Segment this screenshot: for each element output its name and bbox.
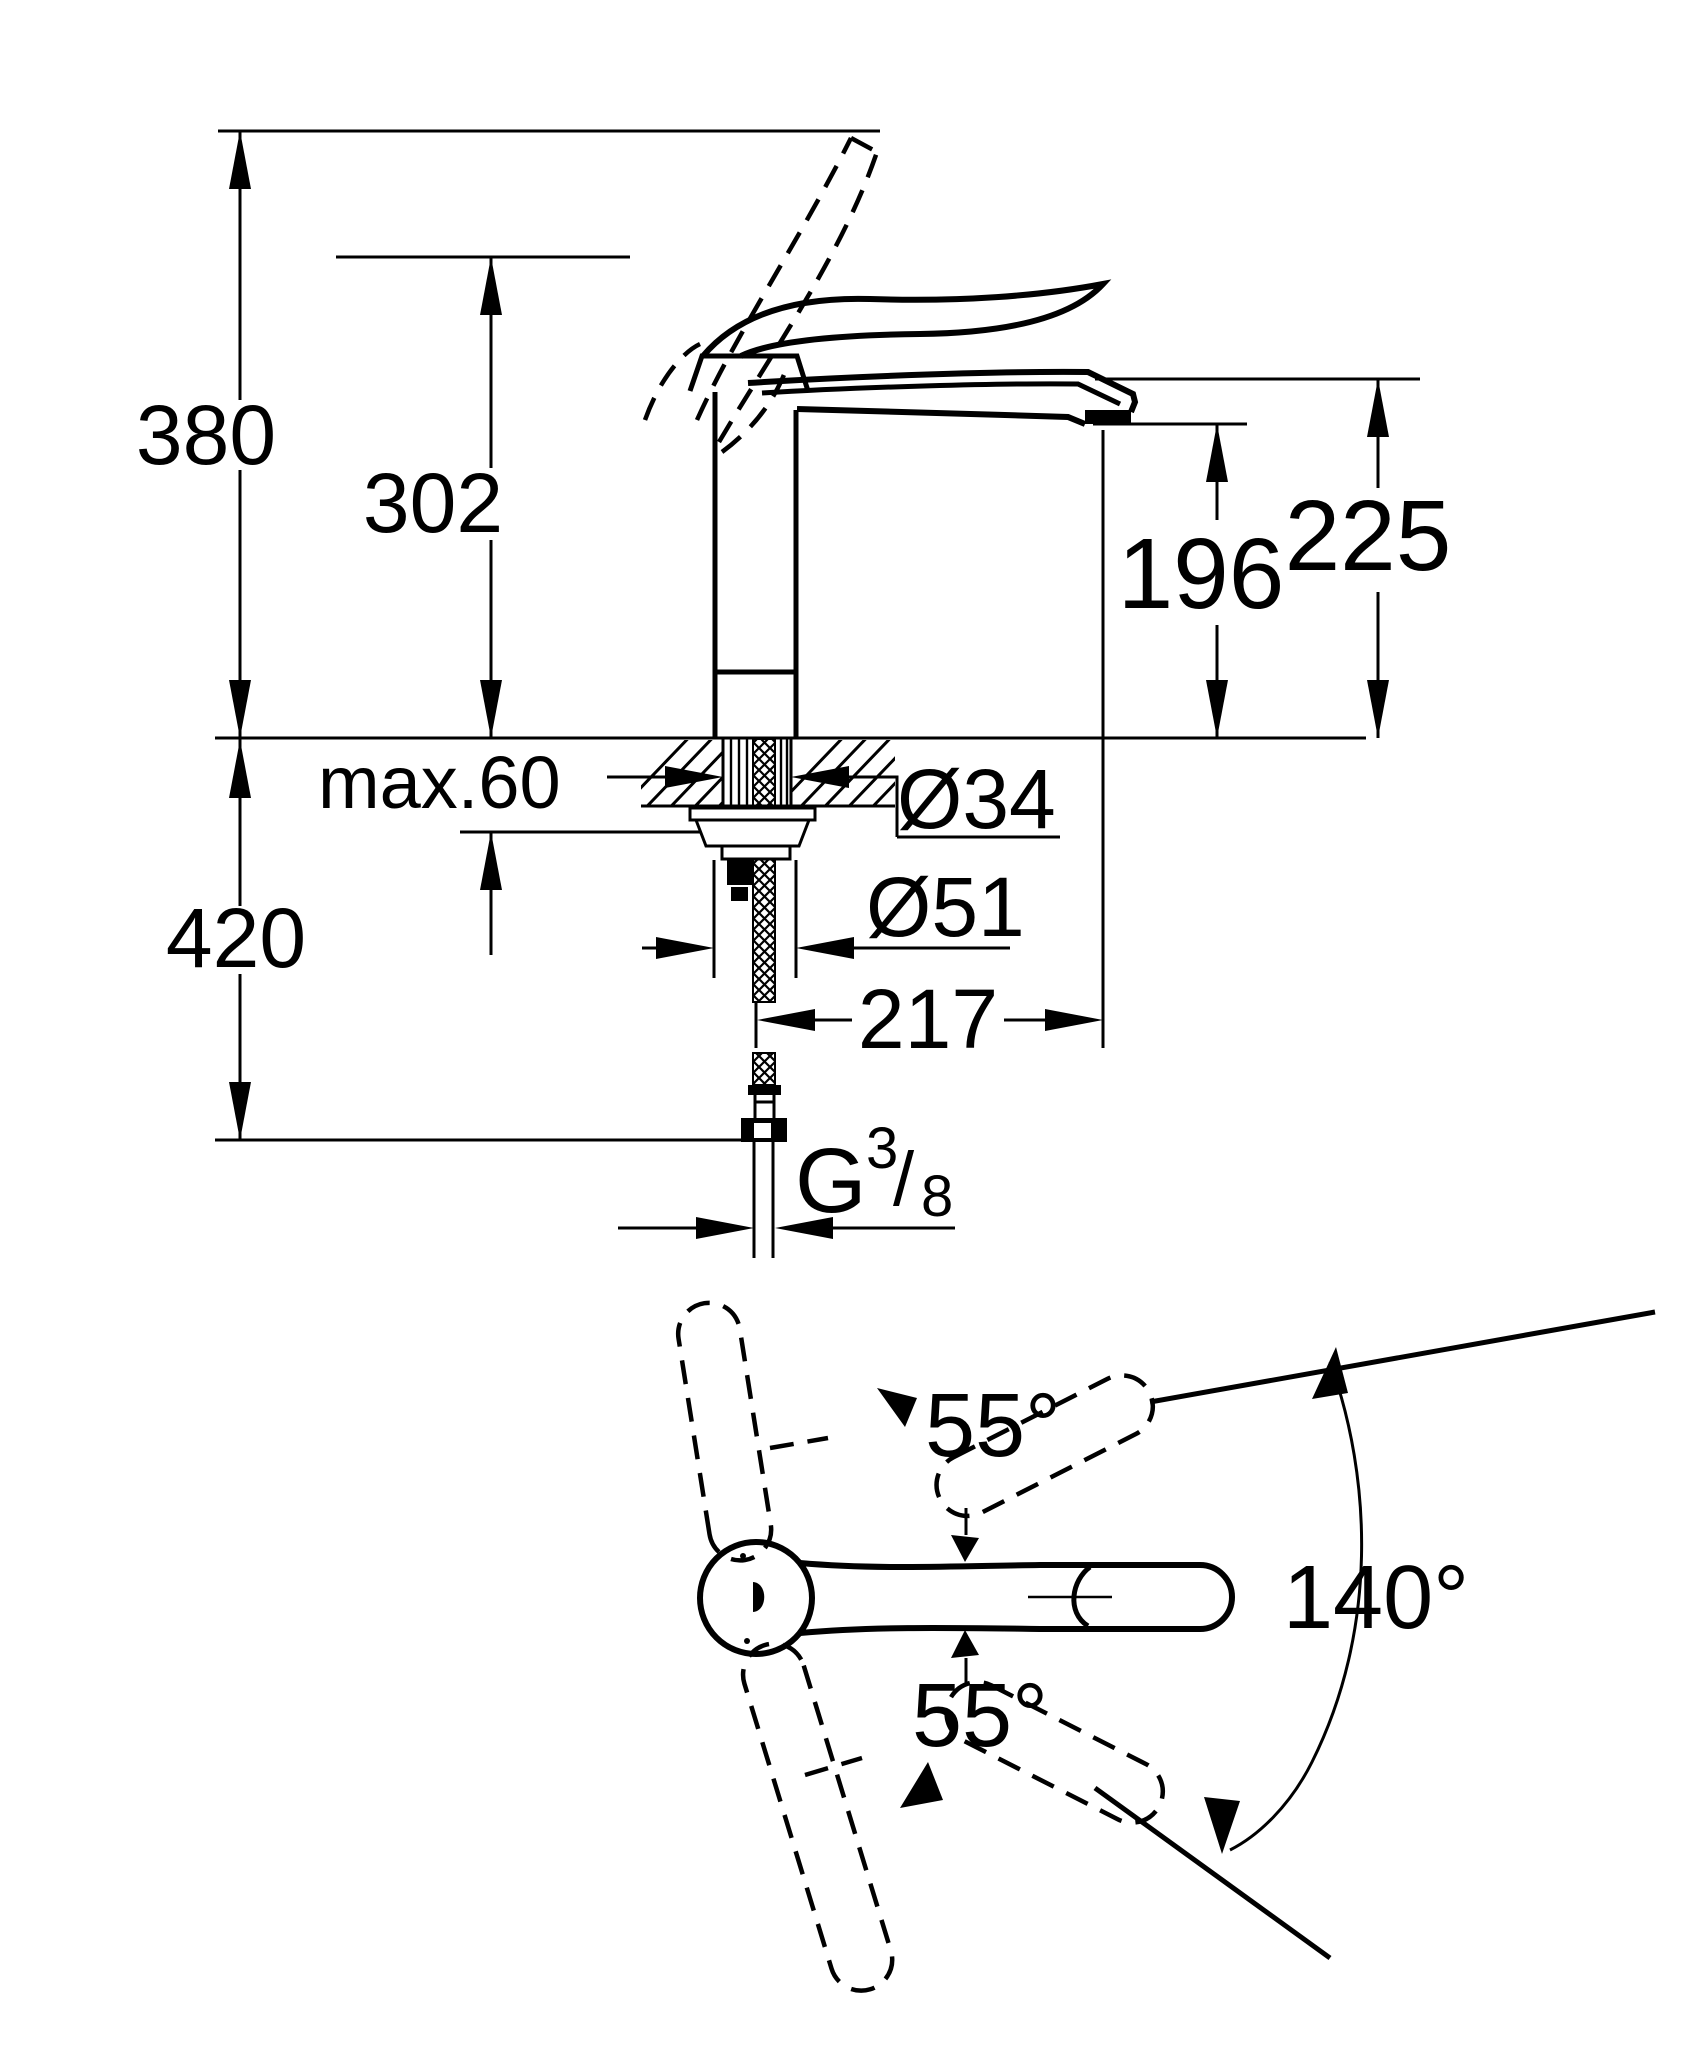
angle-total-label: 140°: [1283, 1548, 1469, 1648]
hose-tail-tube: [752, 1142, 775, 1258]
dim-spout-top-height-label: 225: [1285, 480, 1452, 592]
dim-outlet-height-label: 196: [1118, 518, 1285, 630]
dim-overall-height-label: 380: [136, 388, 276, 482]
flex-hose-braid-upper: [752, 858, 776, 1003]
ghost-lever-lower-right: [944, 1679, 1166, 1825]
handle-top-outline: [697, 1539, 1235, 1657]
swivel-range-140: [1093, 1309, 1656, 1961]
swivel-arc: [1229, 1361, 1364, 1852]
ghost-lever-down-steep: [740, 1641, 895, 1993]
dim-thread: G 3 / 8: [618, 1116, 955, 1239]
side-view: 380 420 302 max.60 196 225: [136, 129, 1452, 1258]
dim-380-420: 380 420: [136, 131, 306, 1140]
dim-spout-reach: 217: [757, 972, 1103, 1066]
aerator: [1085, 410, 1131, 424]
dim-body-dia: Ø51: [642, 860, 1025, 959]
faucet-body: [642, 136, 1139, 738]
ext-lines-body-dia: [712, 860, 798, 978]
handle-base-cap: [687, 353, 811, 392]
shank-and-hose: [688, 738, 817, 1258]
dim-spout-reach-label: 217: [858, 972, 998, 1066]
hose-fitting-block: [727, 859, 752, 885]
thread-slash: /: [893, 1137, 915, 1222]
dim-shank-dia-label: Ø34: [897, 752, 1056, 846]
dim-225: 225: [1285, 379, 1452, 738]
hose-braid-in-shank: [752, 738, 776, 807]
top-view: 55° 55° 140°: [675, 1300, 1656, 1993]
shank-edges: [721, 739, 793, 806]
handle-logo-mark: [753, 1582, 765, 1612]
dim-302-max60: 302 max.60: [318, 257, 663, 955]
handle-blade: [700, 279, 1112, 359]
dim-max60-label: max.60: [318, 741, 561, 824]
ghost-lever-up-steep: [675, 1300, 774, 1563]
handle-ghosts: [675, 1300, 1166, 1993]
thread-denominator: 8: [921, 1164, 953, 1229]
extension-lines: [215, 129, 1420, 1142]
raised-lever-ghost: [642, 136, 880, 454]
thread-numerator: 3: [866, 1116, 898, 1181]
angle-arrows-55: [877, 1388, 979, 1808]
swivel-limit-line-lower: [1093, 1785, 1332, 1961]
angle-lower-label: 55°: [912, 1666, 1048, 1766]
angle-upper-label: 55°: [925, 1376, 1061, 1476]
dim-shank-dia: Ø34: [663, 752, 1060, 846]
dim-196: 196: [1118, 424, 1285, 738]
flex-hose-braid-lower: [752, 1052, 776, 1086]
swivel-limit-line-upper: [1149, 1309, 1656, 1405]
dim-body-dia-label: Ø51: [866, 860, 1025, 954]
lever-handle: [687, 279, 1112, 392]
dim-hose-length-label: 420: [166, 891, 306, 985]
hose-end-fitting: [741, 1085, 787, 1258]
mounting-hardware: [688, 806, 817, 901]
shank-threads: [729, 739, 789, 806]
thread-g-label: G: [795, 1130, 867, 1232]
hose-fitting-square: [731, 887, 748, 901]
dim-302-label: 302: [363, 456, 503, 550]
ghost-lever-upper-right: [934, 1373, 1156, 1519]
